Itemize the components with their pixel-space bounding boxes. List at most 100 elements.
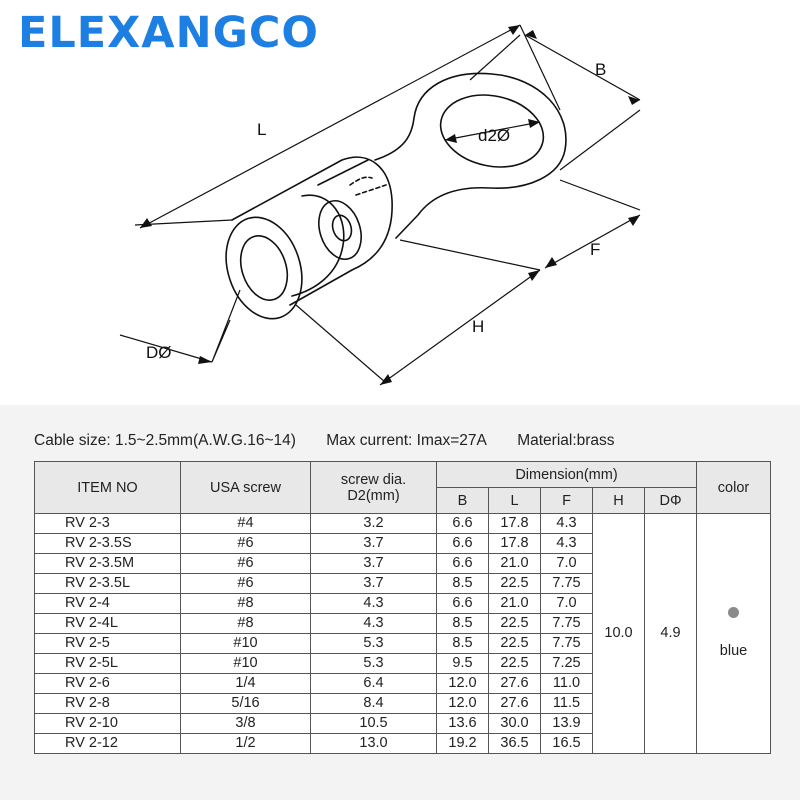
sleeve-shoulder — [291, 194, 345, 297]
ring-outline — [374, 72, 567, 239]
arrows-d2 — [445, 119, 540, 143]
cell-item-no: RV 2-3 — [34, 513, 181, 534]
cell-item-no: RV 2-10 — [34, 713, 181, 734]
header-screw-dia: screw dia. D2(mm) — [310, 461, 437, 514]
cell-l: 17.8 — [488, 533, 541, 554]
cell-f: 11.5 — [540, 693, 593, 714]
cell-b: 8.5 — [436, 633, 489, 654]
cell-usa-screw: #8 — [180, 613, 311, 634]
spec-summary: Cable size: 1.5~2.5mm(A.W.G.16~14) Max c… — [34, 432, 641, 450]
cell-l: 30.0 — [488, 713, 541, 734]
material: Material:brass — [517, 432, 615, 449]
cell-f: 7.75 — [540, 573, 593, 594]
cell-l: 17.8 — [488, 513, 541, 534]
header-h: H — [592, 487, 645, 514]
ring-hole — [439, 94, 545, 168]
cell-screw-dia: 5.3 — [310, 653, 437, 674]
sleeve-opening — [239, 235, 289, 301]
cell-f: 7.0 — [540, 593, 593, 614]
dim-line-B — [524, 34, 641, 101]
dim-label-B: B — [595, 60, 606, 79]
cell-b: 12.0 — [436, 693, 489, 714]
cell-item-no: RV 2-3.5S — [34, 533, 181, 554]
cell-f: 16.5 — [540, 733, 593, 754]
cell-item-no: RV 2-3.5M — [34, 553, 181, 574]
sleeve-outline — [231, 156, 393, 306]
cell-screw-dia: 10.5 — [310, 713, 437, 734]
cell-b: 12.0 — [436, 673, 489, 694]
ext-lines-L — [134, 24, 561, 226]
cell-usa-screw: #4 — [180, 513, 311, 534]
ring-terminal-drawing: L B d2Ø F H DØ — [119, 24, 641, 386]
header-b: B — [436, 487, 489, 514]
cell-l: 22.5 — [488, 573, 541, 594]
arrow-D — [198, 356, 212, 364]
cell-h-merged: 10.0 — [592, 513, 645, 754]
max-current: Max current: Imax=27A — [326, 432, 487, 449]
cell-item-no: RV 2-3.5L — [34, 573, 181, 594]
cell-f: 4.3 — [540, 533, 593, 554]
color-dot-icon — [728, 606, 739, 618]
cell-b: 19.2 — [436, 733, 489, 754]
header-usa-screw: USA screw — [180, 461, 311, 514]
cell-color-merged: blue — [696, 513, 771, 754]
header-f: F — [540, 487, 593, 514]
ext-line-H — [295, 304, 386, 383]
dim-label-d2: d2Ø — [478, 126, 510, 145]
cell-usa-screw: #6 — [180, 533, 311, 554]
sleeve-step — [317, 159, 369, 186]
cell-l: 36.5 — [488, 733, 541, 754]
cell-screw-dia: 5.3 — [310, 633, 437, 654]
cell-item-no: RV 2-5L — [34, 653, 181, 674]
cell-item-no: RV 2-6 — [34, 673, 181, 694]
header-item-no: ITEM NO — [34, 461, 181, 514]
cell-usa-screw: #6 — [180, 553, 311, 574]
barrel-end — [318, 200, 362, 260]
cell-item-no: RV 2-5 — [34, 633, 181, 654]
cell-item-no: RV 2-4L — [34, 613, 181, 634]
cell-item-no: RV 2-8 — [34, 693, 181, 714]
cell-f: 11.0 — [540, 673, 593, 694]
cell-f: 7.75 — [540, 633, 593, 654]
cell-usa-screw: #8 — [180, 593, 311, 614]
barrel-hole — [331, 214, 353, 242]
ext-lines-F — [399, 179, 641, 271]
dim-line-F — [544, 214, 641, 269]
cell-screw-dia: 3.7 — [310, 553, 437, 574]
cell-b: 8.5 — [436, 613, 489, 634]
spec-table: ITEM NO USA screw screw dia. D2(mm) Dime… — [34, 461, 771, 754]
cell-screw-dia: 13.0 — [310, 733, 437, 754]
cell-f: 4.3 — [540, 513, 593, 534]
cell-screw-dia: 3.2 — [310, 513, 437, 534]
dim-line-d2 — [444, 121, 541, 141]
cell-usa-screw: 3/8 — [180, 713, 311, 734]
dim-label-H: H — [472, 317, 484, 336]
cell-usa-screw: 1/2 — [180, 733, 311, 754]
ext-lines-B — [469, 34, 641, 171]
cell-b: 8.5 — [436, 573, 489, 594]
header-l: L — [488, 487, 541, 514]
cell-item-no: RV 2-4 — [34, 593, 181, 614]
cell-d-merged: 4.9 — [644, 513, 697, 754]
ext-lines-D — [211, 289, 241, 363]
cell-l: 27.6 — [488, 693, 541, 714]
cell-b: 6.6 — [436, 513, 489, 534]
cell-screw-dia: 3.7 — [310, 533, 437, 554]
header-color: color — [696, 461, 771, 514]
cell-l: 22.5 — [488, 633, 541, 654]
cell-screw-dia: 4.3 — [310, 613, 437, 634]
cell-b: 6.6 — [436, 593, 489, 614]
cell-usa-screw: #6 — [180, 573, 311, 594]
brand-logo: ELEXANGCO — [18, 8, 319, 58]
cell-l: 27.6 — [488, 673, 541, 694]
cell-f: 13.9 — [540, 713, 593, 734]
cell-f: 7.0 — [540, 553, 593, 574]
cell-b: 6.6 — [436, 533, 489, 554]
